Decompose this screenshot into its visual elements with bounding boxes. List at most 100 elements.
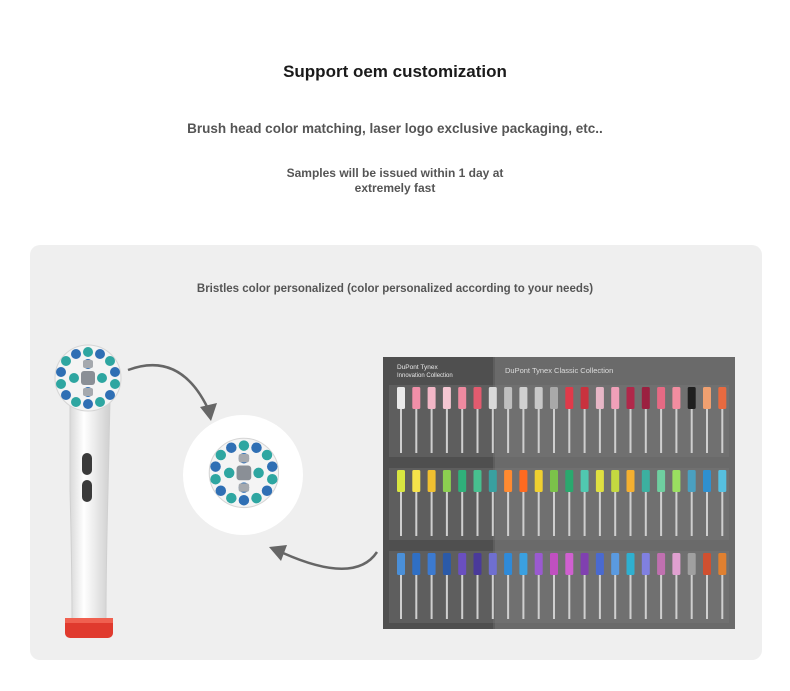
toothbrush-head-image <box>50 340 130 650</box>
curved-arrow-icon <box>122 355 222 435</box>
bristle-swatch-stick <box>430 409 433 453</box>
bristle-swatch-tip <box>473 553 482 575</box>
bristle-swatch-stick <box>537 409 540 453</box>
bristle-swatch-stick <box>614 575 617 619</box>
bristle-swatch-tip <box>718 553 727 575</box>
bristle-swatch-tip <box>397 387 405 409</box>
bristle-swatch-stick <box>430 575 433 619</box>
bristle-swatch-stick <box>568 409 571 453</box>
panel-caption: Bristles color personalized (color perso… <box>196 283 594 295</box>
bristle-swatch-tip <box>534 553 543 575</box>
bristle-swatch-stick <box>690 492 693 536</box>
bristle-swatch-stick <box>461 575 464 619</box>
bristle-swatch-tip <box>488 470 497 492</box>
bristle-swatch-stick <box>507 409 510 453</box>
bristle-swatch-tip <box>427 470 436 492</box>
bristle-swatch-stick <box>445 575 448 619</box>
bristle-swatch-tip <box>626 553 635 575</box>
bristle-swatch-tip <box>397 470 405 492</box>
bristle-swatch-stick <box>553 575 555 619</box>
bristle-swatch-stick <box>675 492 678 536</box>
samples-note-line2: extremely fast <box>354 181 436 195</box>
bristle-swatch-tip <box>657 553 666 575</box>
bristle-swatch-tip <box>626 470 635 492</box>
page-title: Support oem customization <box>283 62 507 81</box>
bristle-swatch-tip <box>504 387 513 409</box>
bristle-swatch-stick <box>629 575 632 619</box>
bristle-swatch-stick <box>537 492 540 536</box>
bristle-swatch-tip <box>458 553 467 575</box>
bristle-swatch-tip <box>458 387 467 409</box>
bristle-swatch-tip <box>565 470 574 492</box>
bristle-swatch-stick <box>491 575 494 619</box>
bristle-swatch-tip <box>595 387 604 409</box>
samples-note-line1: Samples will be issued within 1 day at <box>286 166 504 180</box>
bristle-swatch-stick <box>461 492 464 536</box>
bristle-swatch-tip <box>687 470 696 492</box>
bristle-swatch-stick <box>690 575 693 619</box>
bristle-swatch-stick <box>614 409 617 453</box>
bristle-swatch-stick <box>721 409 724 453</box>
bristle-swatch-stick <box>568 575 571 619</box>
bristle-swatch-tip <box>626 387 635 409</box>
bristle-swatch-tip <box>458 470 467 492</box>
bristle-swatch-stick <box>644 575 647 619</box>
bristle-swatch-stick <box>445 409 448 453</box>
bristle-swatch-stick <box>721 492 724 536</box>
bristle-swatch-tip <box>641 470 650 492</box>
bristle-swatch-tip <box>672 553 681 575</box>
page-subtitle: Brush head color matching, laser logo ex… <box>187 121 603 136</box>
bristle-swatch-stick <box>553 409 555 453</box>
bristle-swatch-tip <box>519 470 528 492</box>
bristle-swatch-stick <box>507 575 510 619</box>
bristle-swatch-tip <box>595 553 604 575</box>
bristle-swatch-tip <box>519 387 528 409</box>
bristle-swatch-tip <box>687 553 696 575</box>
bristle-swatch-stick <box>476 575 479 619</box>
bristle-swatch-tip <box>703 387 711 409</box>
photo-label-left: DuPont Tynex <box>397 364 438 371</box>
bristle-swatch-tip <box>442 470 451 492</box>
bristle-swatch-stick <box>476 492 479 536</box>
bristle-swatch-stick <box>598 575 601 619</box>
bristle-swatch-tip <box>657 387 666 409</box>
bristle-swatch-stick <box>629 409 632 453</box>
bristle-swatch-stick <box>491 492 494 536</box>
bristle-swatch-stick <box>400 492 402 536</box>
bristle-swatch-stick <box>660 492 663 536</box>
bristle-swatch-stick <box>400 409 402 453</box>
bristle-swatch-stick <box>706 492 708 536</box>
curved-arrow-back-icon <box>265 535 380 590</box>
bristle-swatch-stick <box>400 575 402 619</box>
bristle-swatch-tip <box>412 387 421 409</box>
bristle-swatch-tip <box>412 553 421 575</box>
bristle-swatch-tip <box>641 553 650 575</box>
photo-label-right: DuPont Tynex Classic Collection <box>505 366 613 375</box>
bristle-swatch-tip <box>611 553 620 575</box>
bristle-swatch-stick <box>522 492 525 536</box>
bristle-swatch-stick <box>415 575 418 619</box>
bristle-swatch-tip <box>580 470 589 492</box>
bristle-swatch-tip <box>442 387 451 409</box>
bristle-swatch-tip <box>672 470 681 492</box>
bristle-swatch-stick <box>644 409 647 453</box>
bristle-swatch-stick <box>721 575 724 619</box>
bristle-swatch-tip <box>427 553 436 575</box>
bristle-swatch-stick <box>583 409 586 453</box>
bristle-swatch-stick <box>522 575 525 619</box>
bristle-swatch-tip <box>718 387 727 409</box>
bristle-swatch-stick <box>476 409 479 453</box>
bristle-swatch-tip <box>442 553 451 575</box>
bristle-swatch-tip <box>611 387 620 409</box>
bristle-swatch-stick <box>568 492 571 536</box>
bristle-swatch-stick <box>583 575 586 619</box>
bristle-zoom-image <box>183 415 303 540</box>
bristle-swatch-tip <box>488 387 497 409</box>
bristle-swatch-tip <box>397 553 405 575</box>
bristle-swatch-tip <box>550 553 558 575</box>
bristle-swatch-stick <box>660 409 663 453</box>
bristle-swatch-stick <box>445 492 448 536</box>
bristle-swatch-stick <box>629 492 632 536</box>
bristle-swatch-stick <box>415 409 418 453</box>
bristle-swatch-tip <box>504 553 513 575</box>
